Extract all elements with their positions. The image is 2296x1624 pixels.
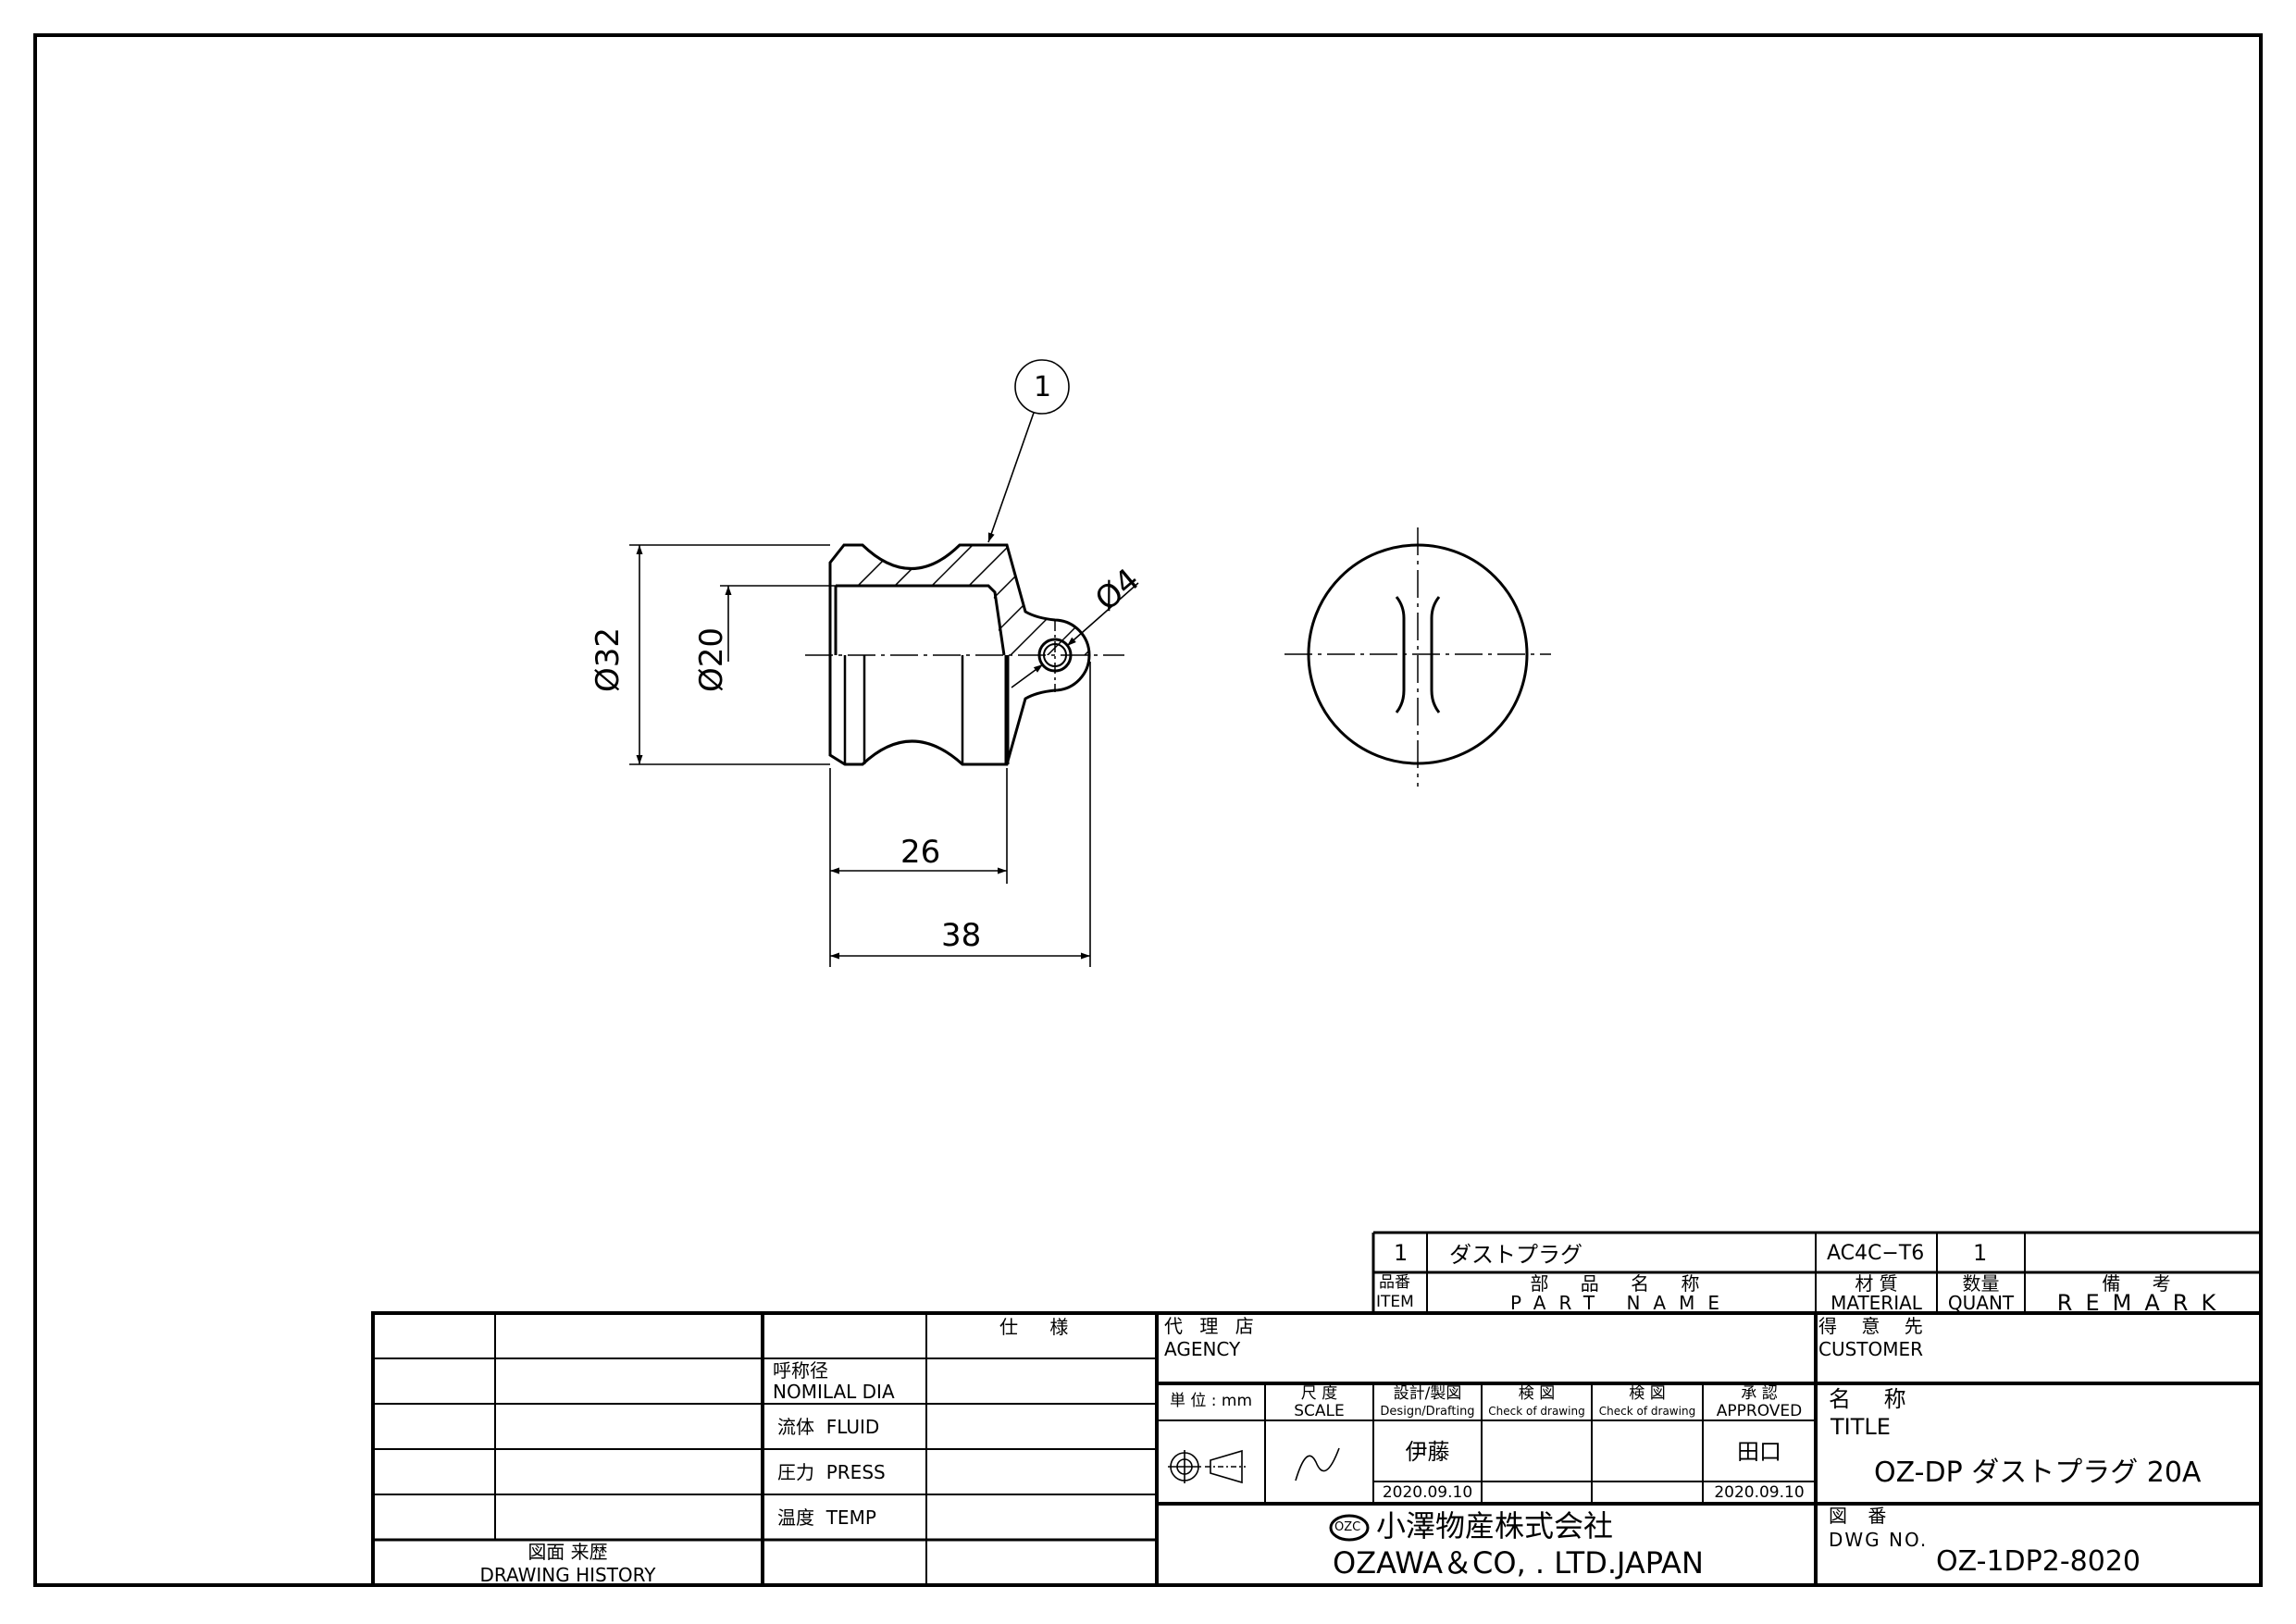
agency-label-en: AGENCY — [1164, 1338, 1241, 1360]
title-label-en: TITLE — [1831, 1414, 1891, 1440]
part-material: AC4C−T6 — [1827, 1242, 1925, 1265]
scale-nts-icon — [1295, 1447, 1340, 1481]
balloon-number: 1 — [1034, 371, 1052, 403]
item-balloon — [1014, 359, 1070, 415]
design-date: 2020.09.10 — [1382, 1483, 1473, 1502]
check2-label-jp: 検 図 — [1629, 1384, 1666, 1403]
header-part-en: PART NAME — [1509, 1292, 1732, 1314]
designer-name: 伊藤 — [1405, 1439, 1450, 1465]
dim-diameter-20: Ø20 — [693, 626, 730, 692]
spec-temp-label: 温度 TEMP — [777, 1506, 876, 1529]
approved-label-jp: 承 認 — [1741, 1384, 1778, 1403]
history-label-jp: 図面 来歴 — [527, 1541, 608, 1563]
company-logo-text: OZC — [1334, 1520, 1361, 1534]
header-remark-jp: 備 考 — [2102, 1272, 2184, 1295]
approved-date: 2020.09.10 — [1714, 1483, 1805, 1502]
spec-fluid-label: 流体 FLUID — [777, 1416, 880, 1438]
sheet-border — [33, 33, 2263, 1587]
approved-label-en: APPROVED — [1716, 1402, 1803, 1420]
spec-nominal-en: NOMILAL DIA — [773, 1381, 895, 1403]
company-name-jp: 小澤物産株式会社 — [1376, 1508, 1614, 1543]
agency-label-jp: 代 理 店 — [1164, 1315, 1260, 1337]
dim-length-26: 26 — [900, 834, 941, 871]
customer-label-en: CUSTOMER — [1818, 1338, 1924, 1360]
dwg-label-jp: 図 番 — [1829, 1505, 1894, 1527]
dim-length-38: 38 — [941, 917, 982, 954]
dim-diameter-32: Ø32 — [590, 626, 627, 692]
drawing-title: OZ-DP ダストプラグ 20A — [1874, 1457, 2202, 1489]
title-block-grid — [371, 1231, 2263, 1587]
part-end-view — [1285, 527, 1551, 787]
check1-label-en: Check of drawing — [1488, 1405, 1585, 1418]
header-quant-en: QUANT — [1947, 1292, 2015, 1314]
check2-label-en: Check of drawing — [1598, 1405, 1696, 1418]
drawing-number: OZ-1DP2-8020 — [1936, 1545, 2141, 1578]
header-remark-en: REMARK — [2056, 1290, 2229, 1316]
header-item-en: ITEM — [1376, 1293, 1414, 1311]
spec-nominal-jp: 呼称径 — [773, 1359, 828, 1382]
header-item-jp: 品番 — [1379, 1273, 1410, 1292]
design-label-jp: 設計/製図 — [1393, 1384, 1462, 1403]
part-item-number: 1 — [1394, 1240, 1409, 1266]
company-name-en: OZAWA＆CO, . LTD.JAPAN — [1333, 1545, 1704, 1581]
header-material-en: MATERIAL — [1831, 1292, 1922, 1314]
design-label-en: Design/Drafting — [1380, 1405, 1475, 1419]
dwg-label-en: DWG NO. — [1829, 1529, 1929, 1551]
company-logo — [1329, 1514, 1370, 1542]
spec-header: 仕 様 — [999, 1316, 1082, 1338]
part-section-view — [805, 543, 1124, 766]
history-label-en: DRAWING HISTORY — [479, 1564, 656, 1586]
unit-label: 単 位 : mm — [1169, 1392, 1253, 1410]
header-quant-jp: 数量 — [1962, 1272, 2000, 1295]
check1-label-jp: 検 図 — [1518, 1384, 1556, 1403]
customer-label-jp: 得 意 先 — [1818, 1315, 1932, 1337]
third-angle-projection-icon — [1168, 1449, 1246, 1484]
header-material-jp: 材 質 — [1855, 1272, 1898, 1295]
part-name: ダストプラグ — [1449, 1242, 1582, 1268]
approver-name: 田口 — [1737, 1439, 1781, 1465]
scale-label-en: SCALE — [1294, 1402, 1345, 1420]
scale-label-jp: 尺 度 — [1300, 1384, 1338, 1403]
spec-press-label: 圧力 PRESS — [777, 1461, 886, 1483]
part-quantity: 1 — [1973, 1240, 1988, 1266]
title-label-jp: 名 称 — [1829, 1386, 1919, 1412]
dimensions — [629, 359, 1139, 967]
header-part-jp: 部 品 名 称 — [1530, 1272, 1713, 1295]
